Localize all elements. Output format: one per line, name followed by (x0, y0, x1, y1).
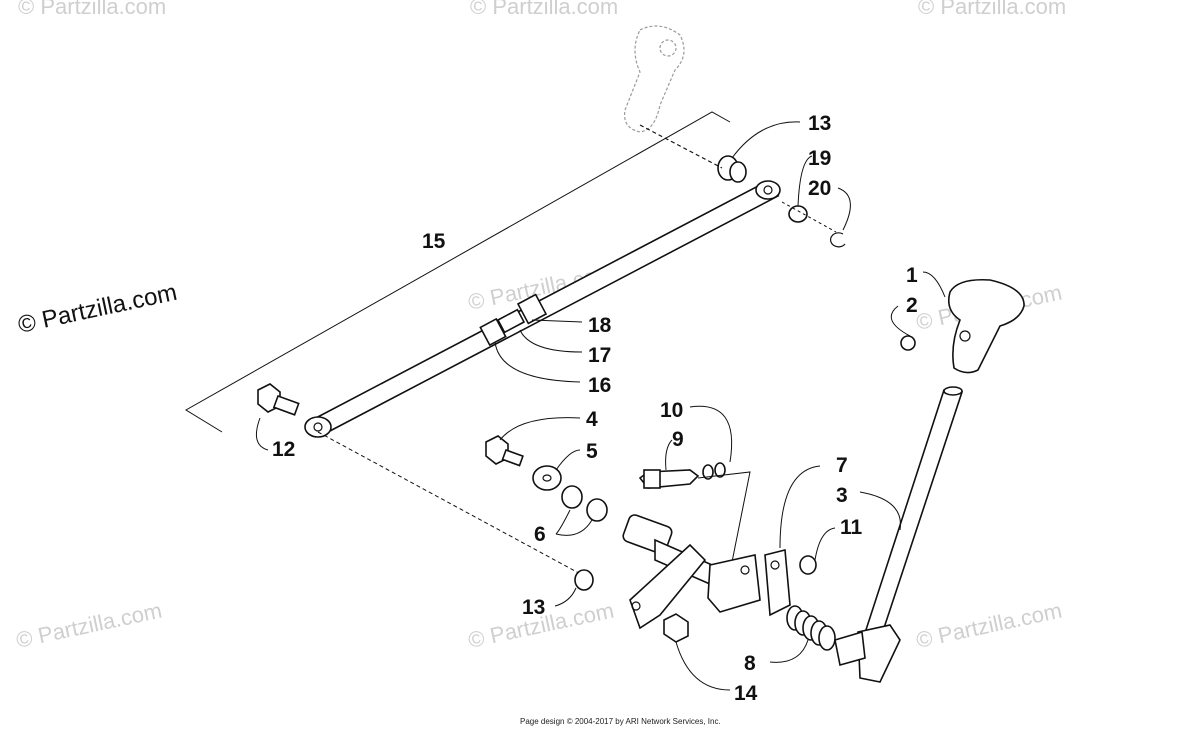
shift-lever-3 (834, 386, 964, 683)
brand-label: © Partzilla.com (16, 279, 180, 339)
washer-13-lower (574, 569, 594, 591)
watermark: © Partzilla.com (918, 0, 1066, 19)
tie-rod (310, 184, 780, 433)
rod-end-top (755, 180, 781, 200)
footer-credit: Page design © 2004-2017 by ARI Network S… (520, 717, 721, 726)
callout: 12 (272, 438, 295, 461)
tie-rod-assembly (304, 180, 781, 438)
callout: 3 (836, 484, 848, 507)
watermark: © Partzilla.com (14, 598, 164, 653)
callout-leaders (255, 121, 946, 691)
callout: 4 (586, 408, 598, 431)
spring-8 (786, 605, 836, 651)
callout: 2 (906, 294, 918, 317)
nut-11 (799, 555, 817, 575)
callout: 15 (422, 230, 446, 253)
shift-shaft-assembly (622, 514, 791, 630)
callout-labels: 13 19 20 15 1 2 18 17 16 12 4 5 10 9 7 3… (272, 112, 918, 705)
knob-1 (947, 278, 1025, 374)
watermark: © Partzilla.com (914, 598, 1064, 653)
pin-9 (638, 469, 700, 489)
e-clip-20 (830, 232, 846, 248)
bushing-top (639, 124, 747, 183)
o-ring-6a (561, 485, 583, 509)
callout: 11 (840, 516, 863, 539)
o-ring-6b (586, 498, 608, 522)
rod-end-bottom (304, 416, 332, 438)
watermark: © Partzilla.com (18, 0, 166, 19)
nut-14 (663, 613, 689, 643)
callout: 1 (906, 264, 918, 287)
callout: 14 (734, 682, 758, 705)
callout: 20 (808, 177, 831, 200)
callout: 16 (588, 374, 611, 397)
shaft-plate (707, 554, 761, 613)
callout: 18 (588, 314, 612, 337)
washer-5 (532, 465, 562, 491)
callout: 6 (534, 523, 546, 546)
callout: 8 (744, 652, 756, 675)
callout: 19 (808, 147, 831, 170)
callout: 13 (522, 596, 545, 619)
screw-2 (900, 335, 916, 351)
jam-nut-2 (479, 317, 507, 347)
callout: 7 (836, 454, 848, 477)
plate-7 (764, 548, 791, 617)
o-ring-10b (714, 462, 726, 478)
callout: 10 (660, 399, 683, 422)
callout: 17 (588, 344, 611, 367)
jam-nut (516, 293, 548, 325)
shaft-arm (629, 543, 707, 630)
callout: 13 (808, 112, 831, 135)
watermark: © Partzilla.com (470, 0, 618, 19)
assembly-bracket (185, 111, 731, 433)
bolt-12 (257, 383, 300, 416)
adjuster-sleeve (496, 308, 526, 334)
ghost-lever (623, 25, 685, 133)
o-ring-10a (702, 464, 714, 480)
callout: 5 (586, 440, 598, 463)
callout: 9 (672, 428, 684, 451)
bolt-4 (485, 435, 524, 467)
